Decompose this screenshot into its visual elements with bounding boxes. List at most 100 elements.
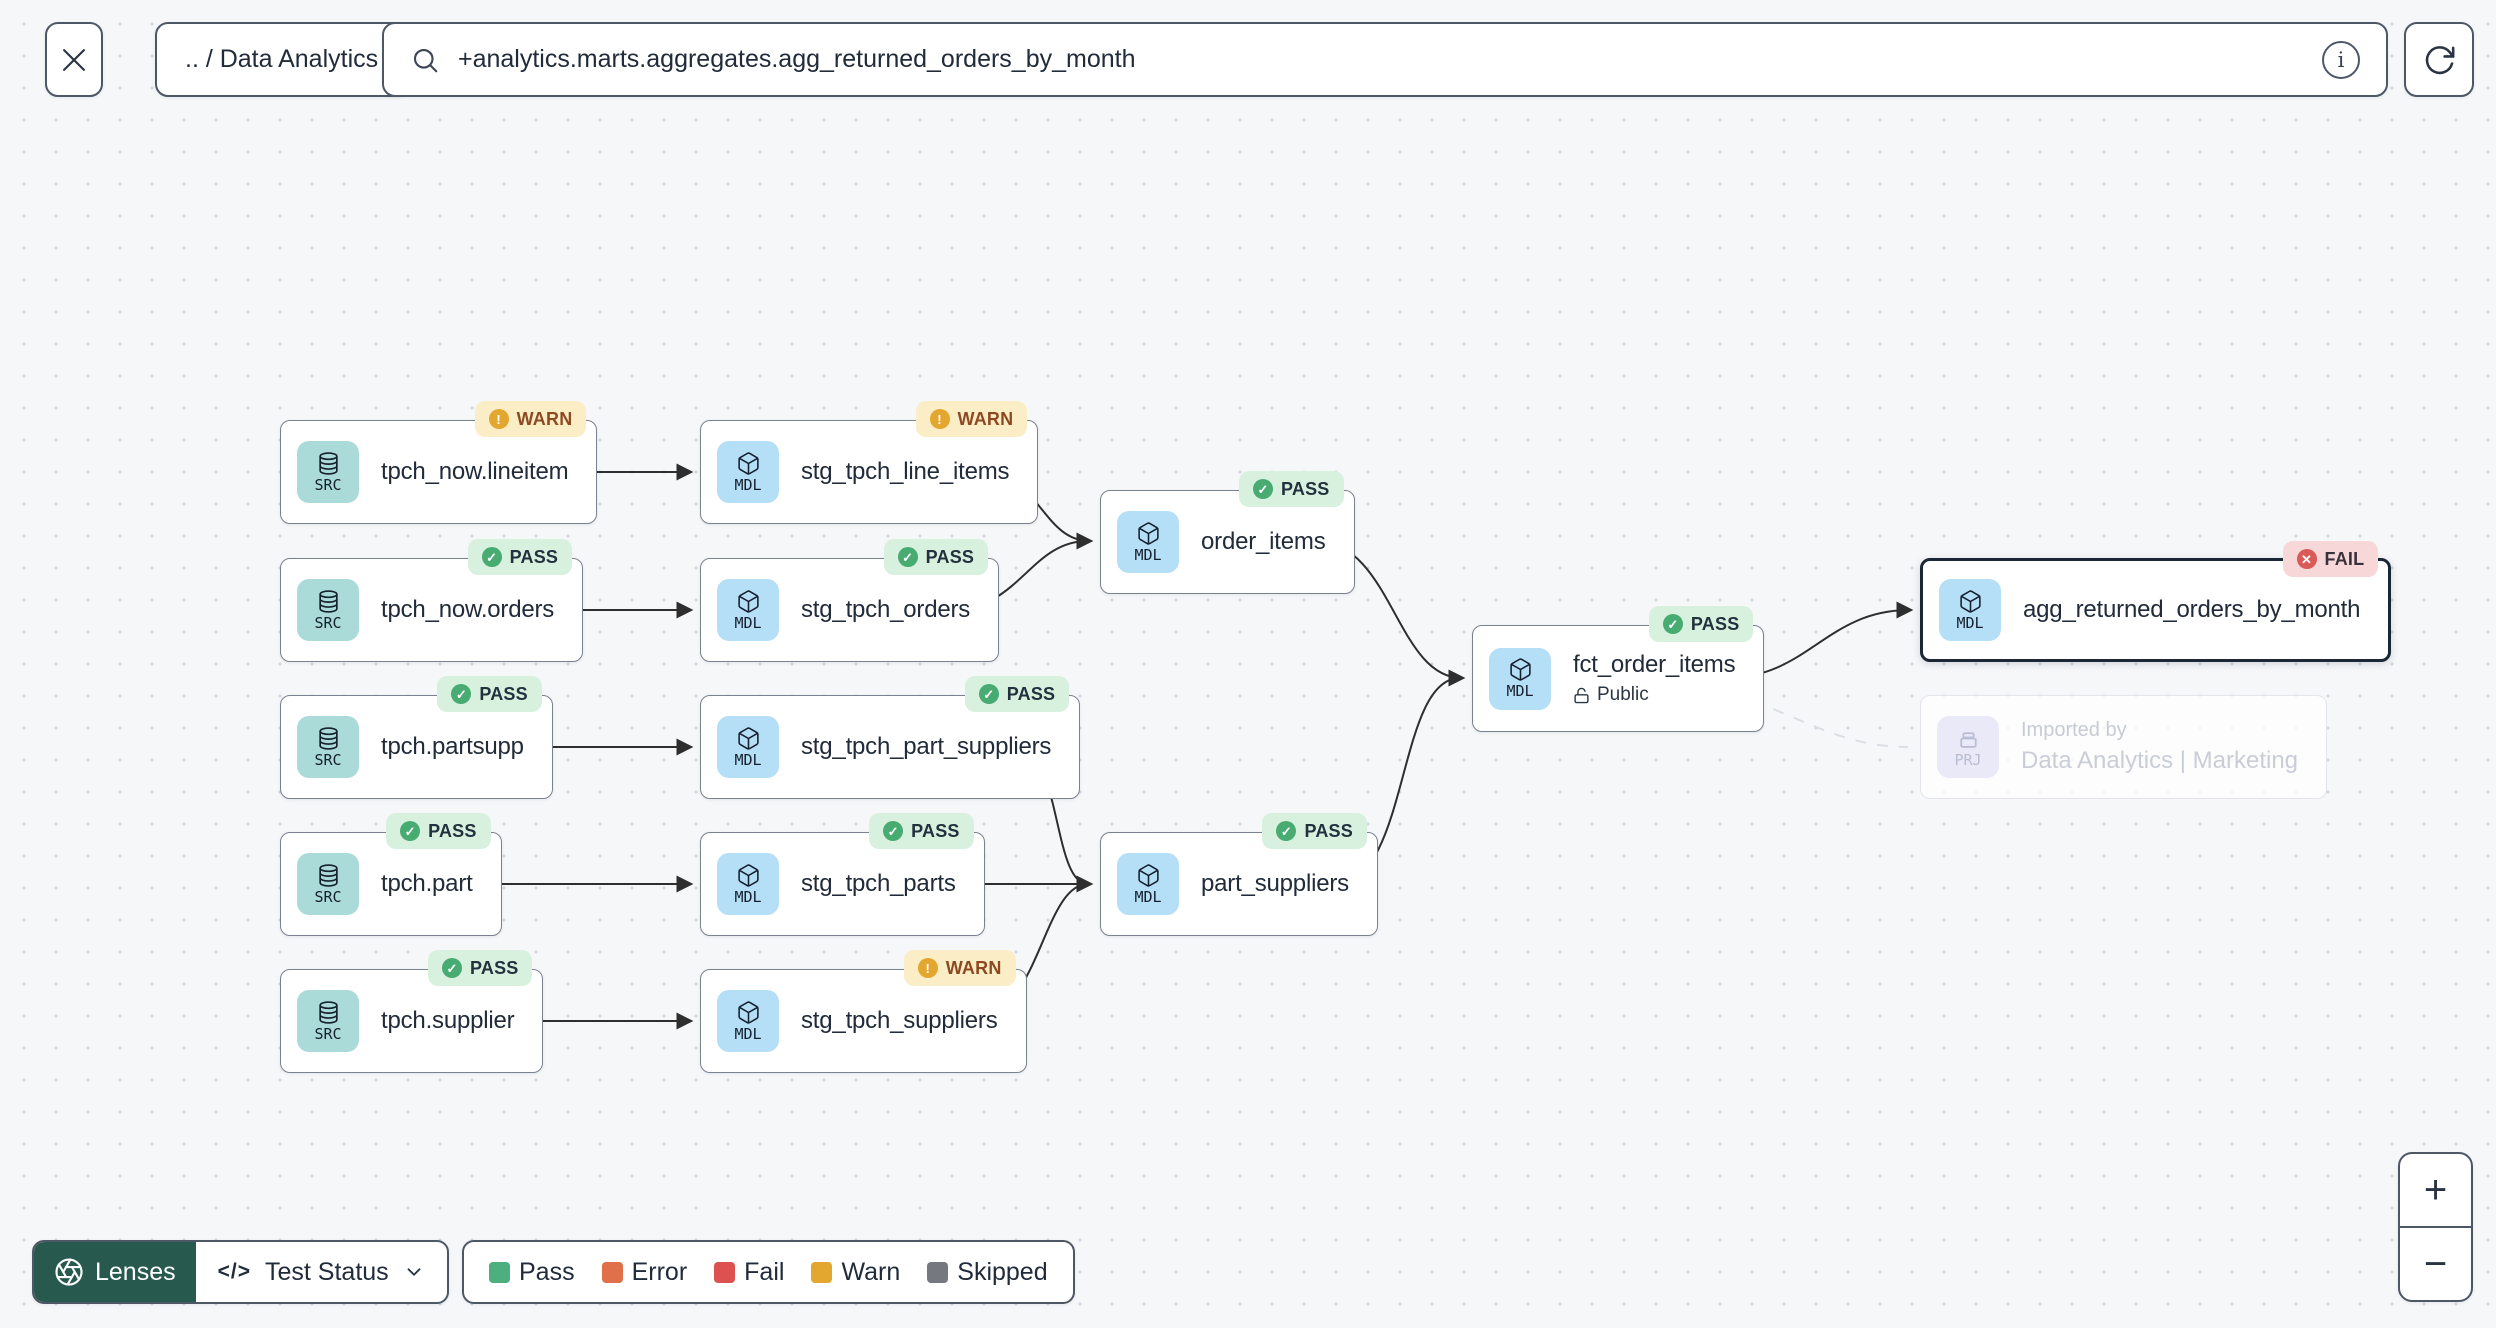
- status-badge: ✓ PASS: [869, 813, 974, 849]
- graph-node-stg-tpch-line-items[interactable]: ! WARN MDL stg_tpch_line_items: [700, 401, 1039, 524]
- graph-node-tpch-now-orders[interactable]: ✓ PASS SRC tpch_now.orders: [280, 539, 584, 662]
- warn-icon: !: [488, 409, 509, 429]
- graph-node-tpch-now-lineitem[interactable]: ! WARN SRC tpch_now.lineitem: [280, 401, 598, 524]
- access-label: Public: [1597, 684, 1649, 705]
- node-label: fct_order_items: [1573, 651, 1736, 678]
- graph-node-part-suppliers[interactable]: ✓ PASS MDL part_suppliers: [1100, 813, 1378, 936]
- zoom-controls: + −: [2398, 1152, 2473, 1302]
- lenses-label: Lenses: [95, 1257, 176, 1286]
- imported-by-title: Imported by: [2021, 719, 2127, 741]
- node-type-label: SRC: [314, 475, 342, 494]
- graph-node-imported-by-project[interactable]: PRJ Imported by Data Analytics | Marketi…: [1920, 695, 2328, 799]
- search-input[interactable]: [458, 45, 2304, 74]
- graph-node-tpch-part[interactable]: ✓ PASS SRC tpch.part: [280, 813, 502, 936]
- unlock-icon: [1574, 687, 1589, 703]
- lens-selector-test-status[interactable]: </> Test Status: [196, 1242, 447, 1302]
- status-badge-label: PASS: [925, 546, 975, 567]
- check-icon: ✓: [1662, 614, 1683, 634]
- plus-icon: +: [2423, 1167, 2448, 1212]
- legend-swatch-skipped: [927, 1261, 949, 1283]
- zoom-in-button[interactable]: +: [2400, 1154, 2471, 1228]
- warn-icon: !: [929, 409, 950, 429]
- graph-node-tpch-supplier[interactable]: ✓ PASS SRC tpch.supplier: [280, 950, 544, 1073]
- graph-node-agg-returned-orders-by-month[interactable]: ✕ FAIL MDL agg_returned_orders_by_month: [1920, 541, 2392, 662]
- test-status-legend: Pass Error Fail Warn Skipped: [462, 1240, 1075, 1304]
- breadcrumb[interactable]: .. / Data Analytics: [155, 22, 409, 97]
- status-badge-label: PASS: [911, 820, 960, 841]
- node-type-label: SRC: [314, 613, 342, 632]
- node-type-label: MDL: [1956, 613, 1984, 632]
- model-icon: MDL: [1489, 647, 1551, 710]
- model-icon: MDL: [717, 716, 779, 778]
- status-badge: ✓ PASS: [1239, 471, 1344, 507]
- graph-node-tpch-partsupp[interactable]: ✓ PASS SRC tpch.partsupp: [280, 676, 553, 799]
- status-badge: ! WARN: [915, 401, 1028, 437]
- legend-label: Warn: [841, 1257, 901, 1286]
- model-icon: MDL: [1939, 579, 2001, 641]
- legend-label: Skipped: [957, 1257, 1048, 1286]
- status-badge: ✓ PASS: [437, 676, 542, 712]
- node-type-label: MDL: [734, 750, 762, 769]
- check-icon: ✓: [481, 547, 502, 567]
- legend-label: Error: [631, 1257, 688, 1286]
- close-button[interactable]: [45, 22, 103, 97]
- status-badge-label: PASS: [509, 546, 559, 567]
- legend-swatch-pass: [489, 1261, 510, 1283]
- source-icon: SRC: [297, 716, 359, 778]
- check-icon: ✓: [1276, 821, 1297, 841]
- check-icon: ✓: [400, 821, 421, 841]
- check-icon: ✓: [442, 958, 462, 978]
- legend-item-error: Error: [601, 1257, 688, 1287]
- search-icon: [413, 48, 438, 72]
- lens-selector-label: Test Status: [265, 1257, 389, 1286]
- code-icon: </>: [217, 1260, 251, 1283]
- status-badge: ✕ FAIL: [2282, 541, 2379, 577]
- check-icon: ✓: [978, 684, 999, 704]
- legend-label: Fail: [744, 1257, 785, 1286]
- node-type-label: MDL: [1134, 545, 1162, 564]
- graph-node-stg-tpch-part-suppliers[interactable]: ✓ PASS MDL stg_tpch_part_suppliers: [700, 676, 1081, 799]
- legend-item-pass: Pass: [489, 1258, 575, 1287]
- chevron-down-icon: [407, 1268, 421, 1276]
- check-icon: ✓: [897, 547, 918, 567]
- project-icon: PRJ: [1937, 716, 1999, 778]
- refresh-button[interactable]: [2404, 22, 2474, 97]
- info-icon[interactable]: i: [2322, 40, 2360, 79]
- status-badge: ✓ PASS: [1648, 606, 1754, 642]
- node-label: tpch_now.orders: [381, 596, 555, 623]
- node-type-label: MDL: [734, 887, 762, 906]
- model-icon: MDL: [1117, 511, 1179, 573]
- status-badge-label: PASS: [1304, 820, 1353, 841]
- legend-item-warn: Warn: [811, 1258, 900, 1287]
- status-badge-label: PASS: [479, 683, 528, 704]
- status-badge: ! WARN: [903, 950, 1016, 986]
- model-icon: MDL: [717, 579, 779, 641]
- status-badge: ✓ PASS: [964, 676, 1070, 712]
- lenses-button[interactable]: Lenses: [34, 1242, 196, 1302]
- warn-icon: !: [917, 958, 938, 978]
- node-label: tpch.supplier: [381, 1007, 515, 1034]
- node-label: tpch_now.lineitem: [381, 458, 569, 485]
- graph-node-stg-tpch-orders[interactable]: ✓ PASS MDL stg_tpch_orders: [700, 539, 1000, 662]
- node-label: agg_returned_orders_by_month: [2023, 596, 2361, 623]
- close-icon: [63, 48, 85, 71]
- check-icon: ✓: [883, 821, 904, 841]
- model-icon: MDL: [717, 990, 779, 1052]
- node-label: stg_tpch_part_suppliers: [801, 733, 1052, 760]
- node-label: stg_tpch_suppliers: [801, 1007, 998, 1034]
- graph-node-order-items[interactable]: ✓ PASS MDL order_items: [1100, 471, 1355, 594]
- search-bar: i: [382, 22, 2388, 97]
- breadcrumb-label: .. / Data Analytics: [185, 45, 379, 73]
- node-label: part_suppliers: [1201, 870, 1349, 897]
- graph-node-stg-tpch-suppliers[interactable]: ! WARN MDL stg_tpch_suppliers: [700, 950, 1027, 1073]
- graph-node-stg-tpch-parts[interactable]: ✓ PASS MDL stg_tpch_parts: [700, 813, 985, 936]
- status-badge-label: WARN: [945, 957, 1002, 978]
- node-label: tpch.part: [381, 870, 473, 897]
- graph-node-fct-order-items[interactable]: ✓ PASS MDL fct_order_items Public: [1472, 606, 1765, 732]
- zoom-out-button[interactable]: −: [2400, 1228, 2471, 1300]
- model-icon: MDL: [1117, 853, 1179, 915]
- fail-icon: ✕: [2296, 549, 2317, 569]
- status-badge-label: WARN: [957, 408, 1014, 429]
- node-type-label: SRC: [314, 887, 342, 906]
- node-type-label: MDL: [1134, 887, 1162, 906]
